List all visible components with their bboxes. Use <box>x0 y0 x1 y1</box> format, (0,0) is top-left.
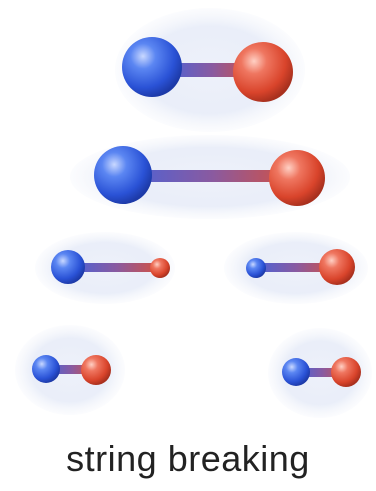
quark-sphere <box>282 358 310 386</box>
meson-stage-2 <box>70 135 350 219</box>
quark-sphere <box>32 355 60 383</box>
meson-stage-3-right <box>224 232 368 304</box>
antiquark-sphere <box>150 258 170 278</box>
color-flux-string <box>72 263 162 272</box>
diagram-caption: string breaking <box>0 438 376 480</box>
meson-stage-1 <box>115 8 305 132</box>
antiquark-sphere <box>81 355 111 385</box>
meson-stage-3-left <box>35 232 175 304</box>
quark-sphere <box>94 146 152 204</box>
antiquark-sphere <box>269 150 325 206</box>
meson-stage-4-right <box>268 328 372 418</box>
quark-sphere <box>51 250 85 284</box>
quark-sphere <box>122 37 182 97</box>
antiquark-sphere <box>331 357 361 387</box>
string-breaking-diagram <box>0 0 376 430</box>
antiquark-sphere <box>319 249 355 285</box>
antiquark-sphere <box>233 42 293 102</box>
quark-sphere <box>246 258 266 278</box>
meson-stage-4-left <box>15 325 125 415</box>
